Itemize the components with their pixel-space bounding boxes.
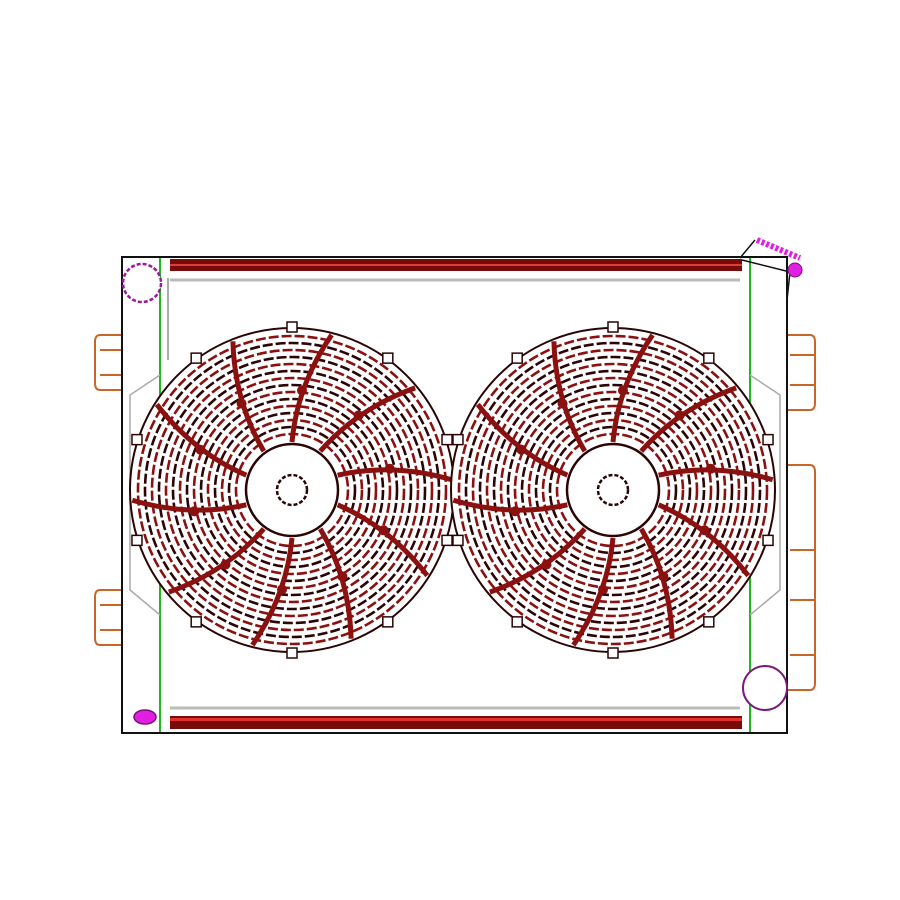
fan-grille-ring bbox=[520, 397, 706, 583]
spoke-joint bbox=[658, 571, 669, 582]
mount-tab bbox=[286, 321, 298, 333]
fan-grille-ring bbox=[220, 418, 364, 562]
mount-tab bbox=[286, 647, 298, 659]
fan-grille-ring bbox=[171, 369, 413, 611]
fan-grille-ring bbox=[506, 383, 720, 597]
fan-motor-center bbox=[596, 473, 630, 507]
spoke-joint bbox=[384, 463, 395, 474]
fan-grille-ring bbox=[499, 376, 727, 604]
mount-tab bbox=[762, 534, 774, 547]
top-tank-highlight bbox=[170, 264, 742, 266]
fan-grille-ring bbox=[464, 341, 762, 639]
bottom-tank-highlight bbox=[170, 718, 742, 721]
mount-tab bbox=[190, 352, 202, 364]
left-brackets bbox=[94, 334, 122, 646]
fan-grille-ring bbox=[485, 362, 741, 618]
fan-grille-ring bbox=[541, 418, 685, 562]
mount-tab bbox=[382, 616, 394, 628]
bracket bbox=[787, 334, 816, 411]
mount-tab bbox=[190, 616, 202, 628]
mount-tab bbox=[762, 433, 774, 446]
fan-grille-ring bbox=[513, 390, 713, 590]
spoke-joint bbox=[705, 463, 716, 474]
drain-fitting bbox=[133, 709, 157, 725]
fans bbox=[129, 321, 776, 659]
fan-grille-ring bbox=[192, 390, 392, 590]
fan-grille-ring bbox=[136, 334, 448, 646]
spoke-joint bbox=[674, 410, 685, 421]
fan-grille-ring bbox=[143, 341, 441, 639]
mount-tab bbox=[452, 433, 464, 446]
spoke-joint bbox=[277, 584, 288, 595]
spoke-joint bbox=[220, 559, 231, 570]
outlet-port bbox=[742, 665, 788, 711]
bracket bbox=[787, 464, 816, 691]
spoke-joint bbox=[195, 444, 206, 455]
spoke-joint bbox=[510, 506, 521, 517]
spoke-joint bbox=[378, 525, 389, 536]
fan-grille-ring bbox=[157, 355, 427, 625]
bracket bbox=[94, 589, 122, 646]
fan-grille-ring bbox=[534, 411, 692, 569]
mount-tab bbox=[441, 433, 453, 446]
mount-tab bbox=[607, 647, 619, 659]
fan-motor-center bbox=[275, 473, 309, 507]
fan-grille-ring bbox=[457, 334, 769, 646]
right-brackets bbox=[787, 334, 816, 691]
fan-2 bbox=[450, 321, 776, 659]
fan-grille-ring bbox=[206, 404, 378, 576]
mount-tab bbox=[382, 352, 394, 364]
spoke-joint bbox=[541, 559, 552, 570]
mount-tab bbox=[703, 352, 715, 364]
mount-tab bbox=[607, 321, 619, 333]
fan-grille-ring bbox=[150, 348, 434, 632]
mount-tab bbox=[511, 352, 523, 364]
fan-1 bbox=[129, 321, 455, 659]
spoke-joint bbox=[557, 398, 568, 409]
spoke-joint bbox=[617, 385, 628, 396]
inlet-port bbox=[121, 262, 163, 304]
mount-tab bbox=[131, 534, 143, 547]
spoke-joint bbox=[516, 444, 527, 455]
filler-neck-fitting bbox=[739, 237, 803, 301]
fan-grille-ring bbox=[178, 376, 406, 604]
spoke-joint bbox=[353, 410, 364, 421]
mount-tab bbox=[441, 534, 453, 547]
shroud-edge bbox=[749, 374, 781, 616]
spoke-joint bbox=[337, 571, 348, 582]
fan-grille-ring bbox=[492, 369, 734, 611]
spoke-joint bbox=[598, 584, 609, 595]
fan-grille-ring bbox=[185, 383, 399, 597]
mount-tab bbox=[703, 616, 715, 628]
fan-grille-ring bbox=[471, 348, 755, 632]
fan-grille-ring bbox=[478, 355, 748, 625]
mount-tab bbox=[452, 534, 464, 547]
spoke-joint bbox=[236, 398, 247, 409]
fan-grille-ring bbox=[213, 411, 371, 569]
bracket bbox=[94, 334, 122, 391]
fan-grille-ring bbox=[527, 404, 699, 576]
mount-tab bbox=[511, 616, 523, 628]
fan-grille-ring bbox=[199, 397, 385, 583]
fan-grille-ring bbox=[164, 362, 420, 618]
bottom-tank bbox=[170, 716, 742, 729]
mount-tab bbox=[131, 433, 143, 446]
spoke-joint bbox=[296, 385, 307, 396]
spoke-joint bbox=[699, 525, 710, 536]
spoke-joint bbox=[189, 506, 200, 517]
